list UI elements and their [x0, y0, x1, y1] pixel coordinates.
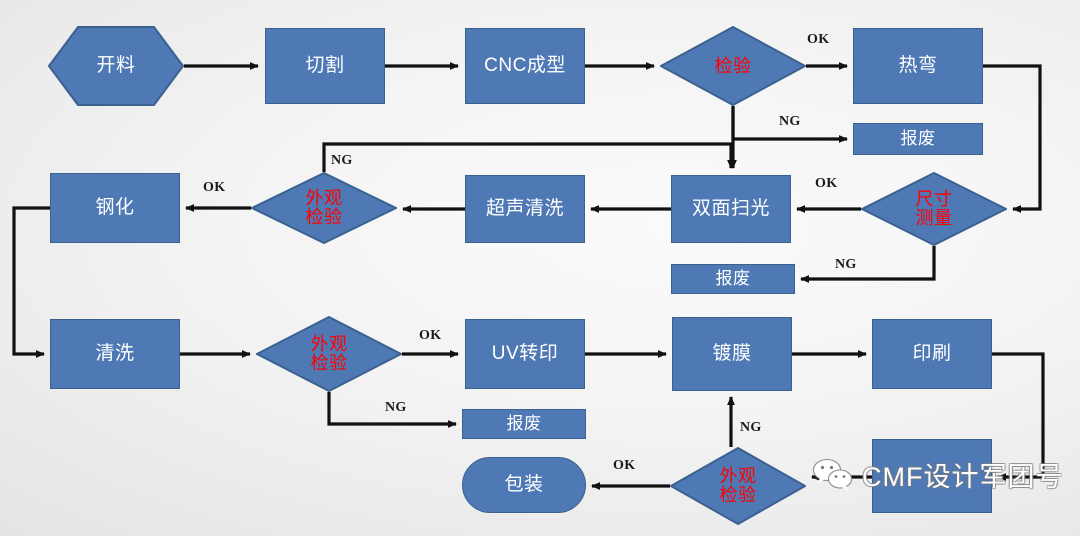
edge-label-ng: NG	[385, 400, 407, 415]
node-chicun-celiang[interactable]: 尺寸 测量	[861, 172, 1007, 246]
node-baofei-1[interactable]: 报废	[853, 123, 983, 155]
edge-chicun-baofei2-ng	[800, 246, 936, 283]
edge-label-ok: OK	[815, 176, 838, 191]
edge-label-ng: NG	[331, 153, 353, 168]
node-final-step[interactable]	[872, 439, 992, 513]
edge-yinshua-final	[992, 352, 1045, 481]
node-jianyan-1[interactable]: 检验	[660, 26, 806, 106]
node-label: 报废	[900, 129, 936, 149]
diamond-shape	[660, 26, 806, 106]
node-label: 超声清洗	[485, 198, 564, 220]
edge-label-ok: OK	[203, 180, 226, 195]
node-label: UV转印	[491, 343, 559, 365]
node-waiguan-jianyan-2[interactable]: 外观 检验	[256, 316, 402, 392]
edge-label-ok: OK	[613, 458, 636, 473]
diamond-shape	[670, 447, 806, 525]
node-label: 钢化	[95, 197, 135, 219]
node-label: CNC成型	[484, 55, 566, 77]
node-rewan[interactable]: 热弯	[853, 28, 983, 104]
node-label: 双面扫光	[691, 198, 770, 220]
node-cnc-chengxing[interactable]: CNC成型	[465, 28, 585, 104]
node-uv-zhuanyin[interactable]: UV转印	[465, 319, 585, 389]
edge-label-ok: OK	[807, 32, 830, 47]
node-label: 切割	[305, 55, 345, 77]
edge-waiguan1-shuangmian-ng	[322, 142, 735, 172]
node-dumo[interactable]: 镀膜	[672, 317, 792, 391]
edge-label-ok: OK	[419, 328, 442, 343]
node-yinshua[interactable]: 印刷	[872, 319, 992, 389]
node-baozhuang[interactable]: 包装	[462, 457, 586, 513]
node-label: 热弯	[898, 55, 938, 77]
node-label: 镀膜	[712, 343, 752, 365]
edge-ganghua-qingxi	[12, 206, 50, 358]
hexagon-shape	[48, 26, 184, 106]
diamond-shape	[251, 172, 397, 244]
edge-label-ng: NG	[835, 257, 857, 272]
node-qiege[interactable]: 切割	[265, 28, 385, 104]
node-baofei-3[interactable]: 报废	[462, 409, 586, 439]
node-baofei-2[interactable]: 报废	[671, 264, 795, 294]
edge-rewan-chicun	[983, 64, 1042, 213]
node-shuangmian-saoguang[interactable]: 双面扫光	[671, 175, 791, 243]
node-label: 印刷	[912, 343, 952, 365]
edge-waiguan2-baofei3-ng	[327, 392, 457, 428]
node-ganghua[interactable]: 钢化	[50, 173, 180, 243]
node-waiguan-jianyan-3[interactable]: 外观 检验	[670, 447, 806, 525]
edge-label-ng: NG	[779, 114, 801, 129]
diamond-shape	[256, 316, 402, 392]
node-label: 清洗	[95, 343, 135, 365]
node-chaosheng-qingxi[interactable]: 超声清洗	[465, 175, 585, 243]
diamond-shape	[861, 172, 1007, 246]
node-label: 报废	[506, 414, 542, 434]
node-label: 包装	[504, 474, 544, 496]
node-qingxi[interactable]: 清洗	[50, 319, 180, 389]
edge-label-ng: NG	[740, 420, 762, 435]
node-label: 报废	[715, 269, 751, 289]
node-waiguan-jianyan-1[interactable]: 外观 检验	[251, 172, 397, 244]
node-kailiao[interactable]: 开料	[48, 26, 184, 106]
